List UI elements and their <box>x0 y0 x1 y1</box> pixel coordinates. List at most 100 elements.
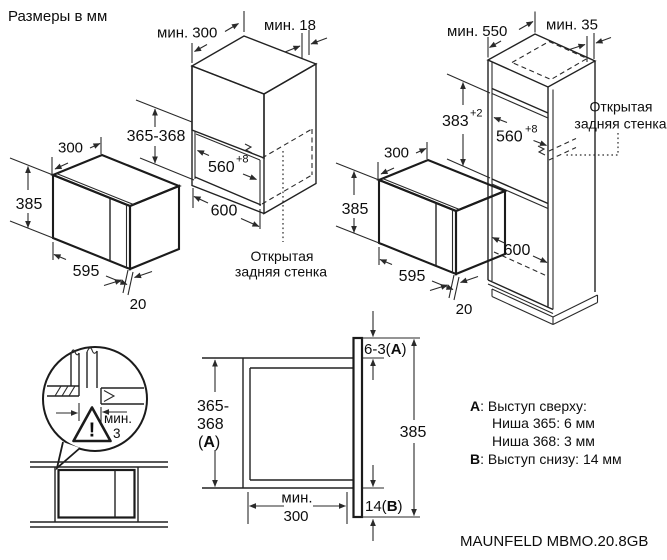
cabinet-top-face <box>190 35 318 95</box>
mounting-hook-mark <box>244 143 253 154</box>
cabinet-bottom-edge <box>191 184 265 215</box>
section-drawing <box>202 336 420 519</box>
dim-label-outer-width: 600 <box>504 242 531 259</box>
open-back-note-line1: Открытая <box>251 248 314 264</box>
bottom-gap-post: ) <box>398 498 403 515</box>
hidden-edge <box>548 147 577 161</box>
warning-exclamation: ! <box>89 420 96 442</box>
legend-b-key: B <box>470 451 480 467</box>
open-back-note-line1: Открытая <box>590 99 653 115</box>
vent-gap-detail: мин. 3 ! <box>30 346 168 528</box>
tall-cabinet-drawing <box>486 33 619 325</box>
bottom-gap-pre: 14( <box>365 498 387 515</box>
gap-min-label: мин. <box>104 411 132 426</box>
legend: A: Выступ сверху: Ниша 365: 6 мм Ниша 36… <box>470 398 622 467</box>
dim-label-niche-height-tol: +2 <box>470 108 483 120</box>
bottom-gap-ref: B <box>387 498 398 515</box>
legend-row-b: B: Выступ снизу: 14 мм <box>470 451 622 467</box>
hidden-back-opening <box>510 40 589 81</box>
dim-label-niche-height-ref: (A) <box>198 434 220 451</box>
dim-label-niche-height-2: 368 <box>197 416 224 433</box>
left-board-break <box>70 349 80 356</box>
right-board-break <box>86 347 98 354</box>
dim-label-outer-width: 600 <box>211 203 238 220</box>
niche-floor-shelf-inner <box>491 183 549 210</box>
left-shelf-hatch <box>54 385 76 397</box>
legend-b-text: : Выступ снизу: 14 мм <box>480 451 622 467</box>
ref-close: ) <box>215 434 220 451</box>
dim-label-min-side: мин. 18 <box>264 17 316 34</box>
gap-value: 3 <box>113 426 121 441</box>
open-back-leader <box>566 133 619 156</box>
legend-row-a: A: Выступ сверху: <box>470 398 587 414</box>
warning-triangle-icon <box>72 406 112 443</box>
niche-ceiling-shelf <box>491 87 549 114</box>
left-board <box>70 353 80 386</box>
dim-label-min-depth-1: мин. <box>281 490 312 507</box>
tall-cabinet-diagram: мин. 550 мин. 35 383 +2 560 +8 600 Откры… <box>336 11 667 325</box>
cabinet-front-panel <box>191 64 265 160</box>
right-shelf-section <box>100 387 144 405</box>
reference-stubs <box>362 357 384 489</box>
section-dimensions: 6-3(A) 385 14(B) 365- 368 (A) мин. 300 <box>197 311 426 541</box>
plinth-side <box>552 294 599 325</box>
dim-label-min-depth-2: 300 <box>283 508 308 525</box>
dim-label-niche-height: 365-368 <box>127 128 186 145</box>
hidden-edge <box>261 174 313 205</box>
ref-open: ( <box>198 434 204 451</box>
niche-side-walls <box>54 467 139 522</box>
top-gap-ref: A <box>391 341 402 358</box>
plinth-front <box>491 288 554 325</box>
model-name: MAUNFELD MBMO.20.8GB <box>460 533 648 550</box>
cabinet-bottom-edge-inner <box>487 283 554 315</box>
wall-cabinet-diagram: мин. 300 мин. 18 365-368 560 +8 600 От <box>10 11 327 313</box>
dim-label-niche-width: 560 <box>496 129 523 146</box>
hidden-edge <box>261 128 313 159</box>
counter-bottom-lines <box>30 521 168 528</box>
wall-cabinet-drawing <box>190 35 318 242</box>
microwave-right <box>336 142 505 318</box>
right-shelf-mark <box>103 390 116 402</box>
right-board <box>86 351 98 388</box>
appliance-front-panel <box>352 336 364 519</box>
cabinet-side-face <box>263 62 317 215</box>
open-back-note-line2: задняя стенка <box>574 116 666 132</box>
dim-label-min-depth: мин. 300 <box>157 25 217 42</box>
hidden-edge <box>548 138 577 152</box>
dim-label-bottom-gap: 14(B) <box>365 498 403 515</box>
dim-label-appliance-height: 385 <box>400 424 427 441</box>
page-title: Размеры в мм <box>8 8 107 25</box>
legend-a-key: A <box>470 398 480 414</box>
reference-ticks <box>362 337 420 518</box>
microwave-plan-outline <box>57 468 136 519</box>
dim-label-min-depth: мин. 550 <box>447 23 507 40</box>
detail-circle <box>42 346 148 452</box>
open-back-note-line2: задняя стенка <box>235 264 327 280</box>
left-shelf-section <box>47 385 80 397</box>
dim-label-niche-width: 560 <box>208 159 235 176</box>
niche-section-view: 6-3(A) 385 14(B) 365- 368 (A) мин. 300 <box>197 311 426 541</box>
niche-ceiling-shelf-inner <box>491 92 549 119</box>
ref-a: A <box>203 434 215 451</box>
niche-ceiling-line <box>195 133 261 161</box>
detail-content: мин. 3 ! <box>47 347 144 443</box>
dim-label-niche-height-1: 365- <box>197 398 229 415</box>
legend-a-text: : Выступ сверху: <box>480 398 587 414</box>
top-gap-pre: 6-3( <box>364 341 391 358</box>
wall-cabinet-dimensions: мин. 300 мин. 18 365-368 560 +8 600 От <box>127 11 327 280</box>
cabinet-bottom-edge <box>487 279 554 311</box>
dim-label-niche-height: 383 <box>442 113 469 130</box>
dim-label-top-gap: 6-3(A) <box>364 341 407 358</box>
niche-floor-top <box>194 176 262 206</box>
niche-floor-shelf <box>491 178 549 205</box>
mounting-hook-mark <box>537 145 546 156</box>
plan-view-drawing <box>30 461 168 528</box>
counter-top-lines <box>30 461 168 468</box>
tall-cabinet-dimensions: мин. 550 мин. 35 383 +2 560 +8 600 Откры… <box>442 11 667 263</box>
dim-label-min-side: мин. 35 <box>546 17 598 34</box>
dim-label-niche-width-tol: +8 <box>236 154 249 166</box>
dim-label-niche-width-tol: +8 <box>525 124 538 136</box>
legend-a-note1: Ниша 365: 6 мм <box>492 415 595 431</box>
